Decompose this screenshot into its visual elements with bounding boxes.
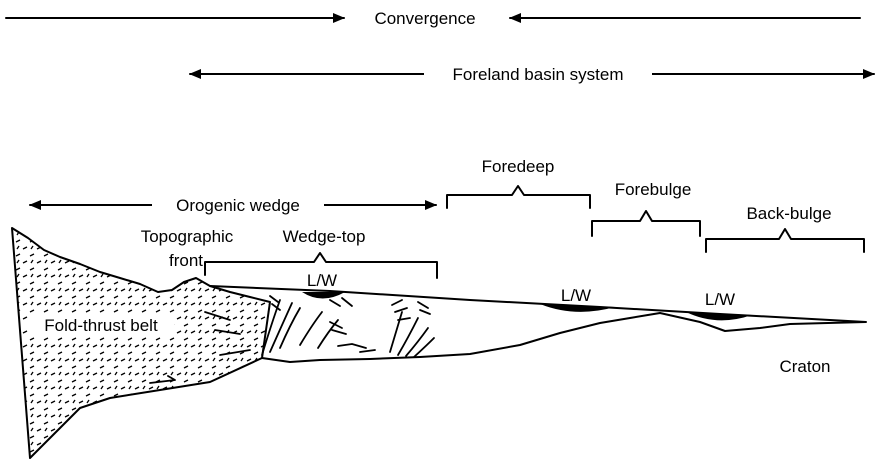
forebulge-brace [592,211,700,236]
back-bulge-label: Back-bulge [746,204,831,223]
foredeep-label: Foredeep [482,157,555,176]
basin-fill-outline [210,286,866,362]
convergence-label: Convergence [374,9,475,28]
lw-label-back-bulge: L/W [705,290,735,309]
convergence-arrows: Convergence [6,9,860,28]
foreland-basin-system-label: Foreland basin system [452,65,623,84]
cross-section: L/W L/W L/W Fold-thrust belt Craton [12,228,866,458]
foredeep-bracket: Foredeep [447,157,590,208]
topographic-front-label: Topographic front [141,227,234,270]
lw-label-foredeep: L/W [561,286,591,305]
topographic-front-line1: Topographic [141,227,234,246]
lw-label-wedge-top: L/W [307,271,337,290]
craton-label: Craton [779,357,830,376]
orogenic-wedge-label: Orogenic wedge [176,196,300,215]
forebulge-bracket: Forebulge [592,180,700,236]
back-bulge-bracket: Back-bulge [706,204,864,252]
wedge-top-label: Wedge-top [283,227,366,246]
lake-water-wedge-top [302,292,345,299]
back-bulge-brace [706,229,864,252]
orogenic-wedge-arrow: Orogenic wedge [30,192,436,218]
forebulge-label: Forebulge [615,180,692,199]
topographic-front-line2: front [169,251,203,270]
foreland-basin-system-arrow: Foreland basin system [190,60,874,86]
fold-thrust-belt-label: Fold-thrust belt [44,316,158,335]
foredeep-brace [447,186,590,208]
